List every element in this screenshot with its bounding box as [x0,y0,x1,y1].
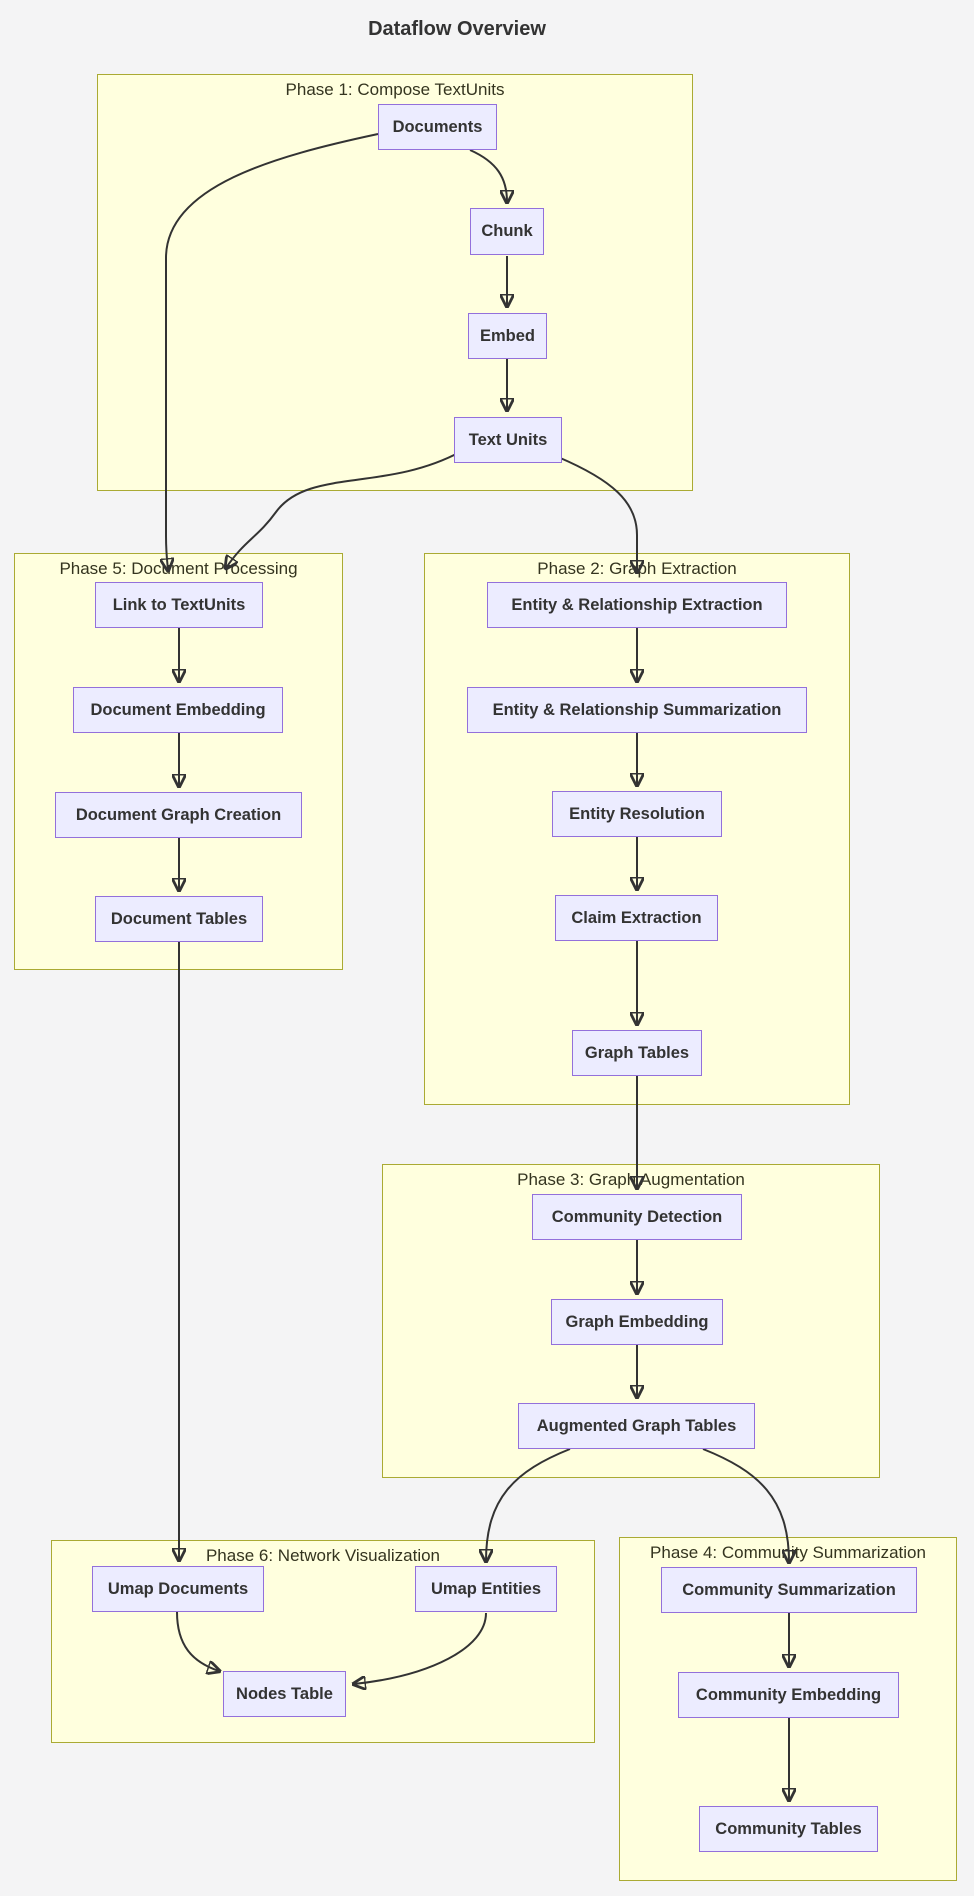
node-chunk: Chunk [470,208,544,255]
node-graph-tables: Graph Tables [572,1030,702,1076]
node-entity-relationship-extraction: Entity & Relationship Extraction [487,582,787,628]
node-link-to-textunits: Link to TextUnits [95,582,263,628]
node-nodes-table: Nodes Table [223,1671,346,1717]
node-entity-relationship-summarization: Entity & Relationship Summarization [467,687,807,733]
edge-documents-to-link-to-textunits [166,133,379,570]
node-text-units: Text Units [454,417,562,463]
node-umap-entities: Umap Entities [415,1566,557,1612]
node-umap-documents: Umap Documents [92,1566,264,1612]
node-community-tables: Community Tables [699,1806,878,1852]
node-document-tables: Document Tables [95,896,263,942]
node-community-detection: Community Detection [532,1194,742,1240]
node-embed: Embed [468,313,547,359]
node-augmented-graph-tables: Augmented Graph Tables [518,1403,755,1449]
node-document-graph-creation: Document Graph Creation [55,792,302,838]
edge-umap-entities-to-nodes-table [354,1612,487,1684]
node-documents: Documents [378,104,497,150]
edge-umap-documents-to-nodes-table [176,1611,219,1671]
node-entity-resolution: Entity Resolution [552,791,722,837]
phase-1-label: Phase 1: Compose TextUnits [285,80,505,99]
edge-augmented-graph-tables-to-umap-entities [486,1448,571,1561]
edge-text-units-to-link-to-textunits [226,451,461,568]
edge-text-units-to-entity-relationship-extraction [557,456,637,572]
node-document-embedding: Document Embedding [73,687,283,733]
edge-documents-to-chunk [469,149,507,202]
node-community-embedding: Community Embedding [678,1672,899,1718]
diagram-title: Dataflow Overview [368,18,546,40]
node-graph-embedding: Graph Embedding [551,1299,723,1345]
edge-augmented-graph-tables-to-community-summarization [702,1448,789,1562]
node-claim-extraction: Claim Extraction [555,895,718,941]
node-community-summarization: Community Summarization [661,1567,917,1613]
phase-6-label: Phase 6: Network Visualization [205,1546,441,1565]
phase-1-compose-textunits: Phase 1: Compose TextUnits [97,74,693,491]
